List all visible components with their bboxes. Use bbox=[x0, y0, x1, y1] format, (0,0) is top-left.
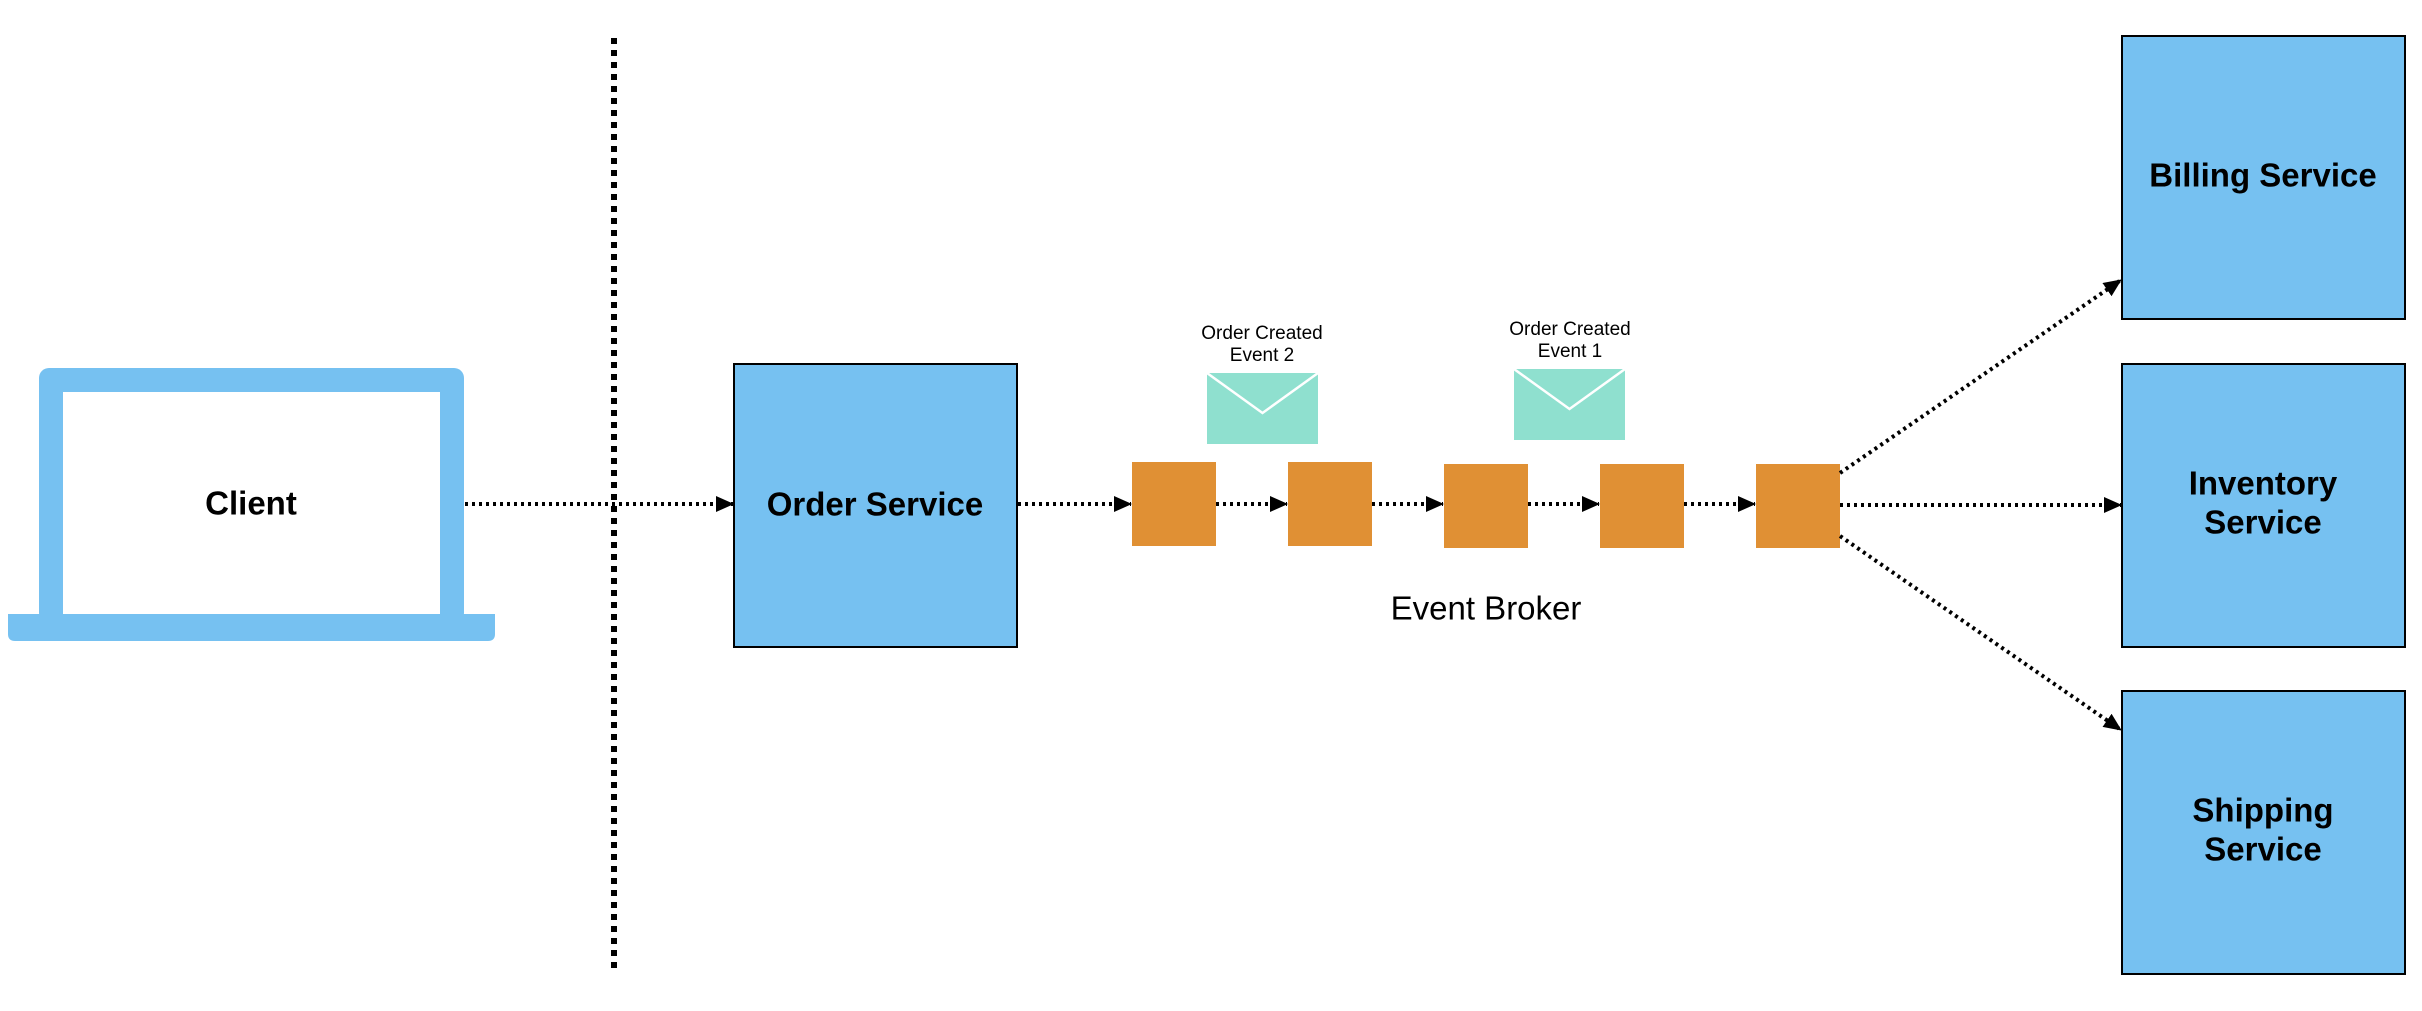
event-1-subtitle: Event 1 bbox=[1538, 341, 1602, 362]
inventory-service-node: Inventory Service bbox=[2121, 363, 2406, 648]
envelope-icon bbox=[1206, 371, 1319, 444]
event-broker-queue: Event Broker bbox=[1132, 462, 1840, 627]
broker-queue-cell bbox=[1288, 462, 1372, 546]
broker-queue-cell bbox=[1756, 464, 1840, 548]
laptop-base bbox=[8, 614, 495, 641]
broker-queue-cell bbox=[1600, 464, 1684, 548]
shipping-service-node: Shipping Service bbox=[2121, 690, 2406, 975]
order-service-box bbox=[733, 363, 1018, 648]
event-1-title: Order Created bbox=[1509, 319, 1630, 340]
event-2-title: Order Created bbox=[1201, 323, 1322, 344]
shipping-service-box bbox=[2121, 690, 2406, 975]
client-label: Client bbox=[205, 485, 297, 522]
broker-to-billing-arrow bbox=[1838, 278, 2123, 475]
order-service-node: Order Service bbox=[733, 363, 1018, 648]
billing-service-label: Billing Service bbox=[2149, 157, 2376, 194]
shipping-service-label-line1: Shipping bbox=[2192, 792, 2333, 829]
order-service-label: Order Service bbox=[767, 486, 983, 523]
event-2-subtitle: Event 2 bbox=[1230, 345, 1294, 366]
laptop-screen-display bbox=[63, 392, 440, 616]
billing-service-box bbox=[2121, 35, 2406, 320]
inventory-service-label-line1: Inventory bbox=[2189, 465, 2338, 502]
billing-service-node: Billing Service bbox=[2121, 35, 2406, 320]
envelope-icon bbox=[1513, 367, 1626, 440]
client-laptop-icon: Client bbox=[8, 368, 495, 641]
event-1-message: Order Created Event 1 bbox=[1509, 319, 1631, 440]
broker-queue-cell bbox=[1132, 462, 1216, 546]
inventory-service-box bbox=[2121, 363, 2406, 648]
shipping-service-label-line2: Service bbox=[2204, 831, 2321, 868]
event-2-message: Order Created Event 2 bbox=[1201, 323, 1323, 444]
inventory-service-label-line2: Service bbox=[2204, 504, 2321, 541]
broker-queue-cell bbox=[1444, 464, 1528, 548]
broker-to-shipping-arrow bbox=[1838, 534, 2123, 732]
event-broker-label: Event Broker bbox=[1391, 590, 1582, 627]
